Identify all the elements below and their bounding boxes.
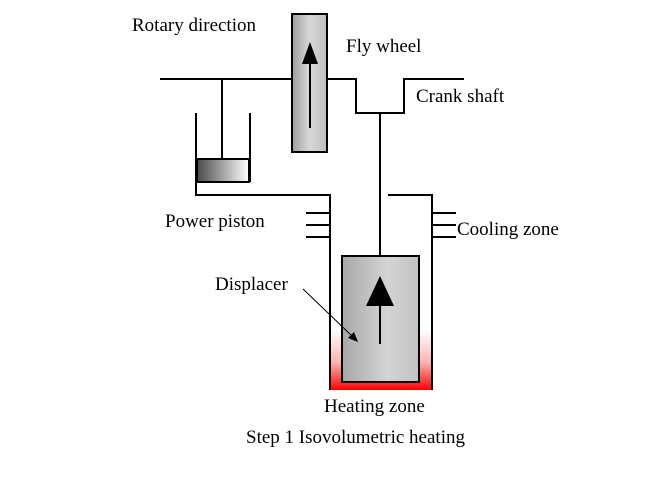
rotary-direction-label: Rotary direction [132,15,256,36]
displacer-pointer [302,288,358,342]
cylinder-walls-bottom [329,195,433,390]
power-piston [196,158,250,183]
power-piston-label: Power piston [165,211,265,232]
cooling-fins-left [306,212,330,238]
heating-zone-label: Heating zone [324,396,425,417]
caption: Step 1 Isovolumetric heating [246,427,465,448]
displacer-label: Displacer [215,274,288,295]
cooling-zone-label: Cooling zone [457,219,559,240]
cooling-fins-right [432,212,456,238]
displacer [341,255,420,383]
fly-wheel-label: Fly wheel [346,36,422,57]
fly-wheel [291,13,328,153]
crank-shaft-label: Crank shaft [416,86,505,107]
